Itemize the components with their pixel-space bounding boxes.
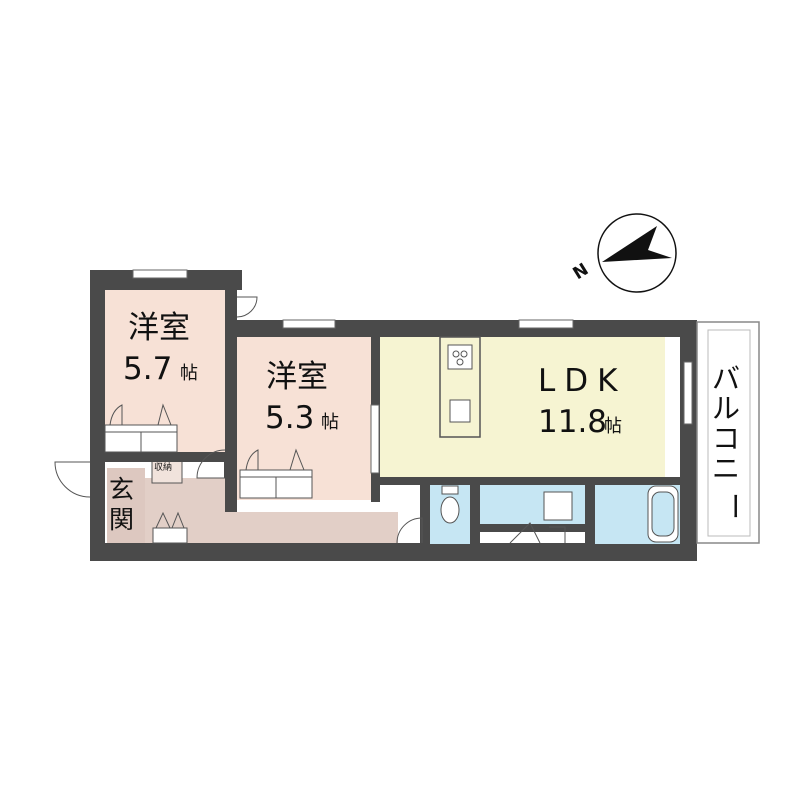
- balcony-char: バ: [712, 362, 740, 395]
- balcony-railing: [707, 329, 751, 537]
- washroom: [480, 484, 590, 524]
- windows: [132, 269, 693, 474]
- closet-western-1: [104, 403, 178, 453]
- compass: N: [570, 213, 677, 293]
- balcony: [696, 321, 760, 544]
- storage-label: 収納: [154, 461, 172, 473]
- storage-closet: [151, 457, 183, 484]
- toilet: [440, 485, 460, 524]
- entrance-room: [107, 468, 145, 543]
- closet-western-2: [239, 448, 313, 499]
- compass-north-label: N: [570, 260, 593, 285]
- western-2-unit: 帖: [321, 412, 339, 433]
- balcony-char: ニ: [712, 452, 740, 485]
- doors: [54, 296, 566, 544]
- ldk-unit: 帖: [604, 416, 622, 437]
- balcony-char: コ: [712, 422, 740, 455]
- compass-needle: [602, 226, 672, 262]
- entrance-label-2: 関: [109, 505, 134, 534]
- ldk-area: 11.8: [538, 404, 607, 440]
- wash-basin: [543, 491, 573, 521]
- hallway: [145, 478, 398, 543]
- balcony-label: バ ル コ ニ ー: [712, 362, 751, 520]
- shoe-cabinet: [152, 527, 188, 544]
- kitchen-counter: [439, 336, 481, 438]
- western-2-area: 5.3: [265, 400, 314, 436]
- western-1-unit: 帖: [180, 363, 198, 384]
- balcony-char: ー: [718, 492, 751, 520]
- balcony-char: ル: [712, 392, 740, 425]
- western-1-area: 5.7: [123, 351, 172, 387]
- western-2-name: 洋室: [266, 359, 328, 395]
- bathtub-basin: [651, 491, 675, 537]
- entrance-label-1: 玄: [109, 475, 134, 504]
- ldk-room: [380, 337, 665, 477]
- shoe-cabinet-doors: [155, 511, 185, 529]
- western-1-name: 洋室: [128, 310, 190, 346]
- ldk-name: LDK: [538, 363, 626, 399]
